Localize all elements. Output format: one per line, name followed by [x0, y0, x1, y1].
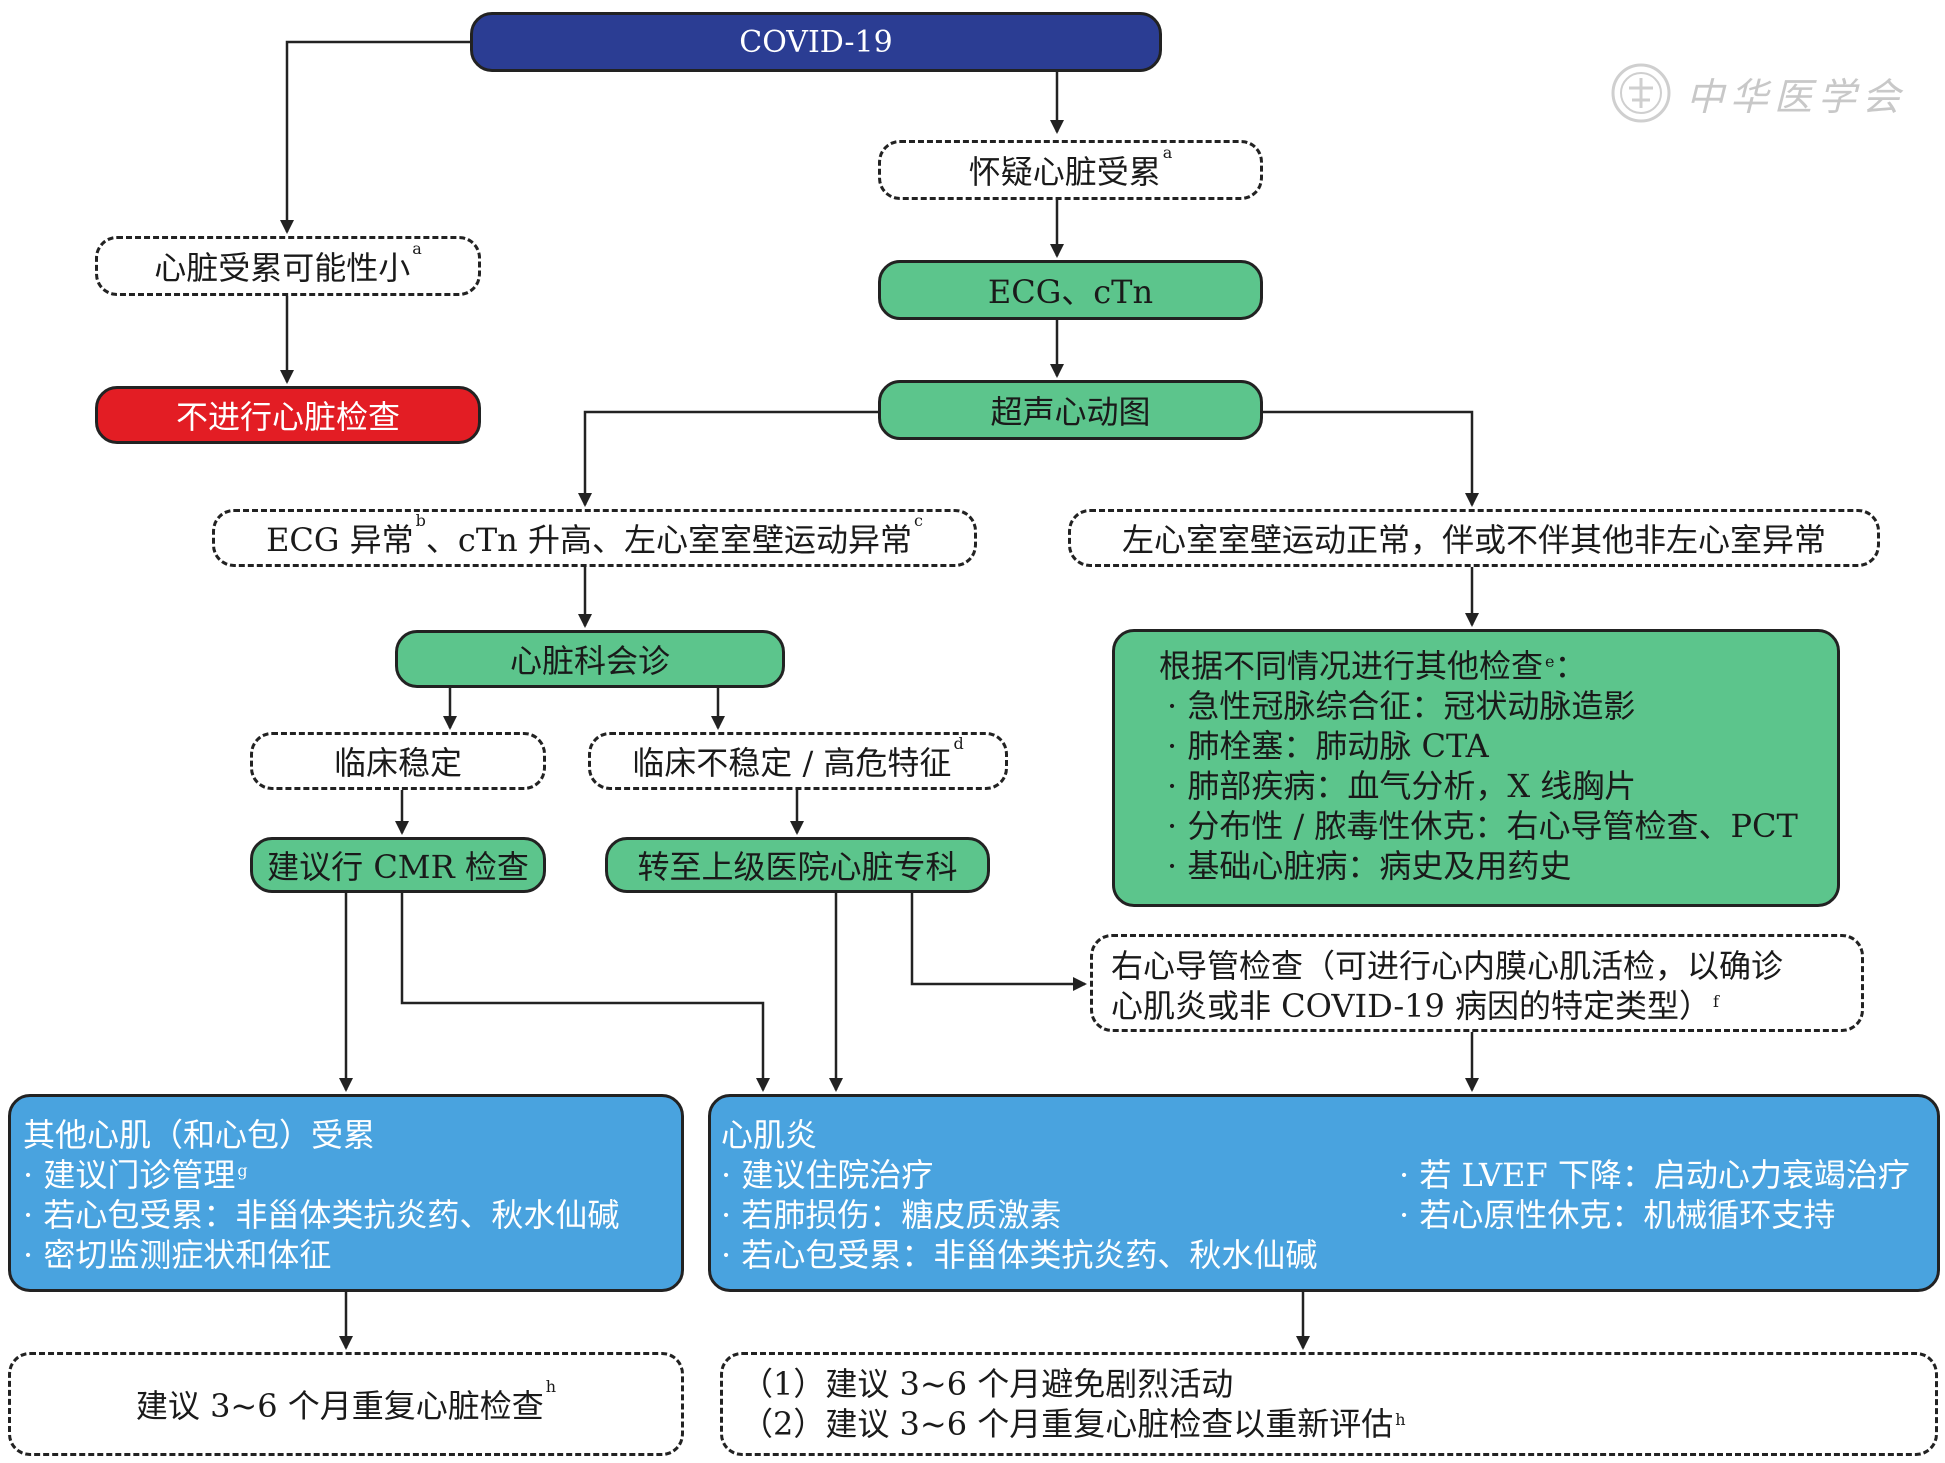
advice-line1: （1）建议 3~6 个月避免剧烈活动 [741, 1365, 1234, 1403]
suspect-node: 怀疑心脏受累a [878, 140, 1263, 200]
no-exam-label: 不进行心脏检查 [175, 398, 400, 436]
transfer-label: 转至上级医院心脏专科 [637, 848, 958, 886]
consult-label: 心脏科会诊 [509, 642, 670, 680]
myocarditis-title: 心肌炎 [721, 1116, 818, 1154]
consult-node: 心脏科会诊 [395, 630, 785, 688]
advice-node: （1）建议 3~6 个月避免剧烈活动 （2）建议 3~6 个月重复心脏检查以重新… [720, 1352, 1938, 1456]
rhc-node: 右心导管检查（可进行心内膜心肌活检，以确诊 心肌炎或非 COVID-19 病因的… [1090, 934, 1864, 1032]
echo-label: 超声心动图 [990, 393, 1151, 431]
myocarditis-node: 心肌炎 · 建议住院治疗 · 若肺损伤：糖皮质激素 · 若心包受累：非甾体类抗炎… [708, 1094, 1940, 1292]
stable-label: 临床稳定 [333, 744, 462, 782]
other-exam-item: · 分布性 / 脓毒性休克：右心导管检查、PCT [1167, 807, 1798, 845]
ecg-ctn-label: ECG、cTn [987, 273, 1154, 311]
normal-node: 左心室室壁运动正常，伴或不伴其他非左心室异常 [1068, 509, 1880, 567]
myocarditis-item: · 若 LVEF 下降：启动心力衰竭治疗 [1399, 1156, 1910, 1194]
echo-node: 超声心动图 [878, 380, 1263, 440]
covid-node: COVID-19 [470, 12, 1162, 72]
unlikely-node: 心脏受累可能性小a [95, 236, 481, 296]
cmr-label: 建议行 CMR 检查 [267, 848, 529, 886]
arrow-cmr-to-myocarditis [400, 893, 770, 1092]
myocarditis-item: · 建议住院治疗 [721, 1156, 934, 1194]
unstable-label: 临床不稳定 / 高危特征d [632, 734, 964, 782]
seal-icon [1611, 63, 1671, 123]
rhc-line1: 右心导管检查（可进行心内膜心肌活检，以确诊 [1111, 947, 1784, 985]
other-exam-item: · 肺部疾病：血气分析，X 线胸片 [1167, 767, 1637, 805]
arrow-echo-to-abnormal [578, 410, 878, 507]
other-exam-item: · 急性冠脉综合征：冠状动脉造影 [1167, 687, 1636, 725]
normal-label: 左心室室壁运动正常，伴或不伴其他非左心室异常 [1121, 521, 1826, 559]
other-exam-item: · 肺栓塞：肺动脉 CTA [1167, 727, 1489, 765]
repeat-node: 建议 3~6 个月重复心脏检查h [8, 1352, 684, 1456]
watermark-text: 中华医学会 [1686, 74, 1907, 119]
arrow-transfer-to-rhc [910, 893, 1087, 991]
other-myo-item: · 密切监测症状和体征 [23, 1236, 332, 1274]
repeat-label: 建议 3~6 个月重复心脏检查h [135, 1377, 557, 1425]
abnormal-label: ECG 异常b、cTn 升高、左心室室壁运动异常c [266, 511, 923, 559]
arrow-echo-to-normal [1263, 410, 1479, 507]
ecg-ctn-node: ECG、cTn [878, 260, 1263, 320]
myocarditis-left-list: · 建议住院治疗 · 若肺损伤：糖皮质激素 · 若心包受累：非甾体类抗炎药、秋水… [721, 1155, 1317, 1275]
myocarditis-right-list: · 若 LVEF 下降：启动心力衰竭治疗 · 若心原性休克：机械循环支持 [1399, 1155, 1910, 1235]
other-exam-item: · 基础心脏病：病史及用药史 [1167, 847, 1572, 885]
stable-node: 临床稳定 [250, 732, 546, 790]
watermark: 中华医学会 [1610, 62, 1906, 124]
unlikely-label: 心脏受累可能性小a [154, 239, 422, 287]
cmr-node: 建议行 CMR 检查 [250, 837, 546, 893]
other-myo-title: 其他心肌（和心包）受累 [23, 1116, 376, 1154]
arrow-covid-to-unlikely [280, 40, 470, 234]
myocarditis-item: · 若肺损伤：糖皮质激素 [721, 1196, 1062, 1234]
covid-label: COVID-19 [739, 24, 893, 60]
transfer-node: 转至上级医院心脏专科 [605, 837, 990, 893]
no-exam-node: 不进行心脏检查 [95, 386, 481, 444]
rhc-line2: 心肌炎或非 COVID-19 病因的特定类型）f [1111, 987, 1719, 1025]
unstable-node: 临床不稳定 / 高危特征d [588, 732, 1008, 790]
myocarditis-item: · 若心包受累：非甾体类抗炎药、秋水仙碱 [721, 1236, 1318, 1274]
other-myo-item: · 若心包受累：非甾体类抗炎药、秋水仙碱 [23, 1196, 620, 1234]
abnormal-node: ECG 异常b、cTn 升高、左心室室壁运动异常c [212, 509, 977, 567]
myocarditis-item: · 若心原性休克：机械循环支持 [1399, 1196, 1836, 1234]
suspect-label: 怀疑心脏受累a [968, 143, 1173, 191]
